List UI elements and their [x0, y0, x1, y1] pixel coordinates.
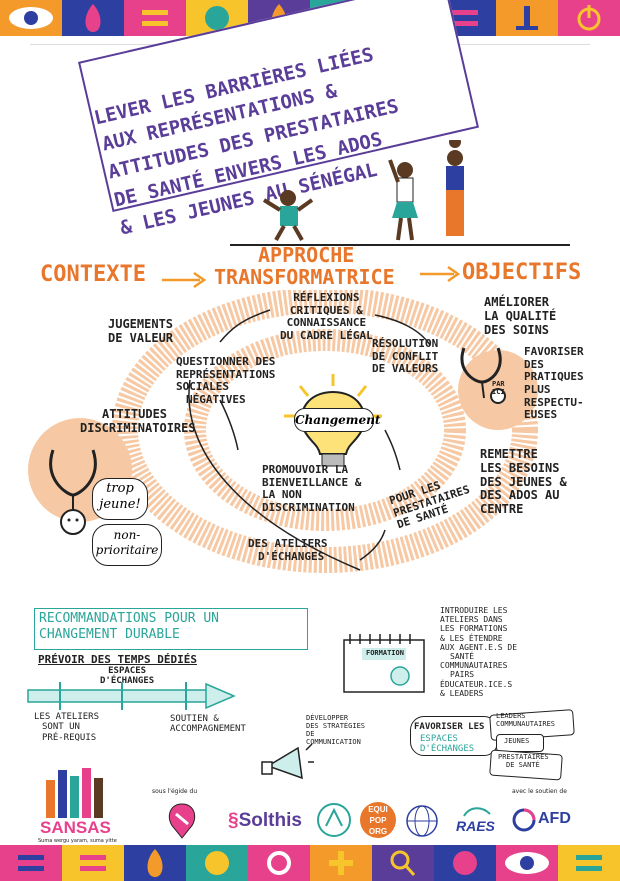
- soutien-label: Soutien & accompagnement: [170, 714, 246, 735]
- arrow-icon: [374, 314, 431, 346]
- raes-logo: RAES: [456, 818, 495, 834]
- leaders-label: leaders communautaires: [496, 712, 556, 729]
- afd-logo-mark: [512, 808, 536, 832]
- circle-pattern-tile: [186, 845, 248, 881]
- recommandations-title-box: Recommandations pour un changement durab…: [34, 608, 308, 650]
- jeunes-label: jeunes: [504, 737, 530, 745]
- arrow-right-icon: [162, 271, 207, 289]
- eye-pattern-tile: [496, 845, 558, 881]
- equipop-logo: EQUI POP ORG: [360, 802, 396, 838]
- ateliers-prerequis-label: Les ateliers sont un pré-requis: [34, 712, 100, 743]
- introduire-label: Introduire les ateliers dans les formati…: [440, 606, 518, 698]
- trop-jeune-speech-bubble: trop jeune!: [92, 478, 148, 520]
- formation-label: Formation: [366, 649, 404, 657]
- bottom-decorative-band: [0, 845, 620, 881]
- ameliorer-label: Améliorer la qualité des soins: [484, 295, 557, 337]
- key-pattern-tile: [496, 0, 558, 36]
- favoriser-les-label: Favoriser les: [414, 722, 485, 732]
- contexte-heading: Contexte: [40, 262, 146, 287]
- changement-badge: Changement: [294, 408, 380, 432]
- spiral-arrows: [188, 309, 431, 571]
- approche-heading: Approche: [258, 243, 355, 267]
- favoriser-espaces-bubble: [410, 716, 498, 756]
- non-prioritaire-speech-bubble: non- prioritaire: [92, 524, 162, 566]
- person-3-illustration: [446, 140, 464, 236]
- ground-line: [230, 244, 570, 246]
- flame-pattern-tile: [124, 845, 186, 881]
- arrow-icon: [359, 529, 386, 561]
- equals-pattern-tile: [0, 845, 62, 881]
- ministere-logo: [168, 803, 196, 839]
- afd-logo: AFD: [538, 810, 571, 827]
- sansas-logo-hands: [46, 768, 103, 818]
- attitudes-label: Attitudes discriminatoires: [80, 407, 196, 435]
- solthis-logo: §Solthis: [228, 810, 302, 831]
- favoriser-label: Favoriser des pratiques plus respectu- e…: [524, 345, 584, 422]
- partner-logo-globe: [406, 805, 438, 837]
- timeline-arrow-icon: [27, 682, 236, 710]
- objectifs-heading: Objectifs: [462, 260, 582, 285]
- person-2-illustration: [388, 159, 418, 241]
- stethoscope-icon: [460, 347, 506, 404]
- eye-pattern-tile: [0, 0, 62, 36]
- resolution-label: Résolution de conflit de valeurs: [372, 337, 439, 376]
- magnifier-pattern-tile: [372, 845, 434, 881]
- developper-label: Développer des stratégies de communicati…: [306, 714, 366, 747]
- prestataires-reco-label: prestataires de santé: [498, 753, 549, 770]
- arrow-icon: [188, 379, 361, 571]
- ateliers-label: Des ateliers d'échanges: [248, 537, 328, 563]
- jugements-label: Jugements de valeur: [108, 317, 174, 345]
- equals-pattern-tile: [62, 845, 124, 881]
- egide-label: sous l'égide du: [152, 788, 198, 795]
- sansas-logo: SANSAS: [40, 818, 111, 837]
- arrow-right-icon: [420, 265, 461, 283]
- calendar-icon: [343, 634, 425, 693]
- arrow-icon: [219, 309, 271, 343]
- sansas-tagline: Suma wergu yaram, suma yitte: [38, 838, 117, 844]
- power-pattern-tile: [558, 0, 620, 36]
- equals-pattern-tile: [558, 845, 620, 881]
- stethoscope-character-illustration: [49, 449, 97, 535]
- prevoir-heading: Prévoir des temps dédiés: [38, 653, 197, 666]
- flame-pattern-tile: [62, 0, 124, 36]
- espaces-echanges-label: espaces d'échanges: [420, 734, 475, 755]
- spiral-background: [112, 290, 538, 573]
- circle-pattern-tile: [248, 845, 310, 881]
- reflexions-label: Réflexions critiques & connaissance du c…: [280, 291, 373, 342]
- circle-pattern-tile: [434, 845, 496, 881]
- par-ici-label: par ici: [492, 380, 505, 397]
- people-lifting-illustration: [262, 140, 464, 241]
- megaphone-icon: [261, 743, 314, 780]
- soutien-footer-label: avec le soutien de: [512, 788, 567, 795]
- arrow-icon: [384, 429, 401, 471]
- transformatrice-heading: transformatrice: [214, 265, 395, 289]
- equals-pattern-tile: [124, 0, 186, 36]
- plus-pattern-tile: [310, 845, 372, 881]
- remettre-label: Remettre les besoins des jeunes & des ad…: [480, 447, 567, 517]
- promouvoir-label: Promouvoir la bienveillance & la non dis…: [262, 463, 362, 514]
- person-1-illustration: [262, 190, 314, 241]
- raes-logo-mark: [463, 807, 491, 817]
- arrow-icon: [219, 399, 239, 451]
- espaces-label: espaces d'échanges: [100, 666, 155, 687]
- partner-logo-green: [317, 803, 351, 837]
